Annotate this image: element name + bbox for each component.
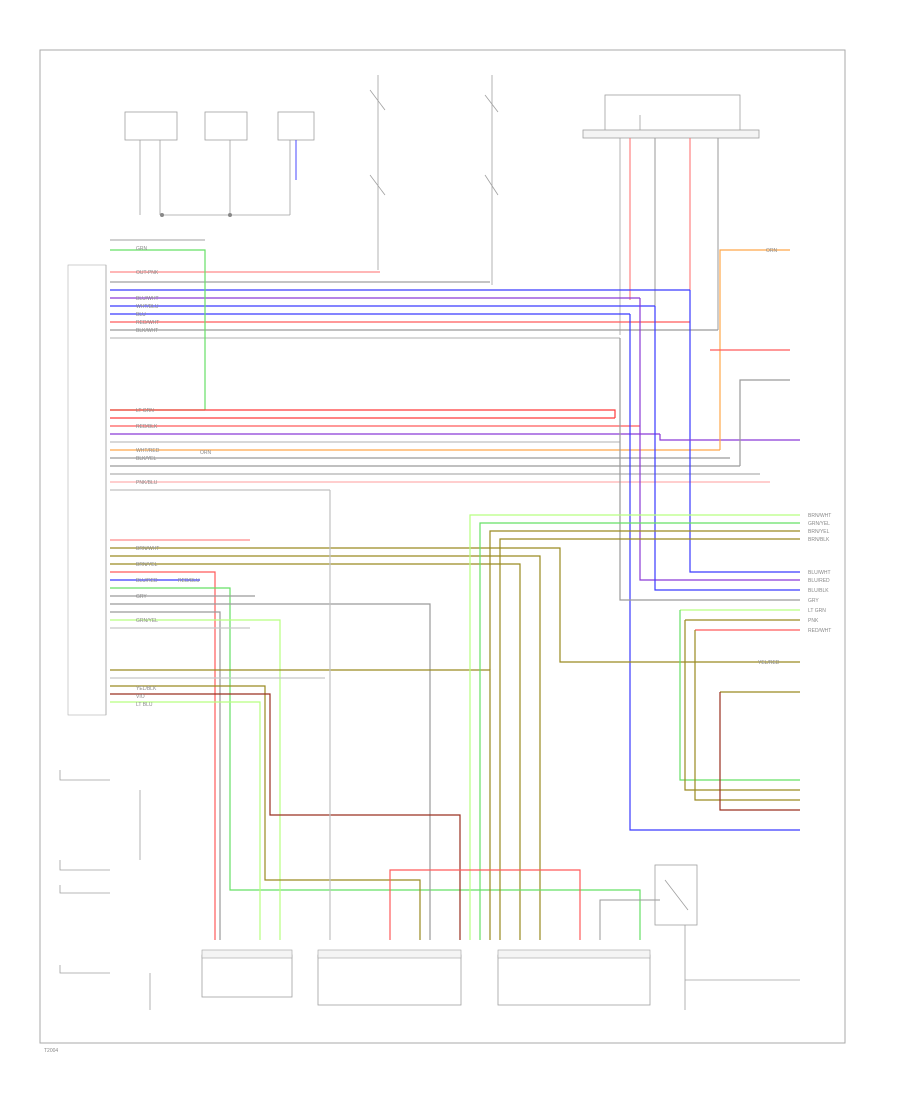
wire-label: RED/BLK: [136, 424, 158, 430]
wire-label: ORN: [200, 450, 212, 456]
right-wire-label: PNK: [808, 618, 819, 624]
wire-label: BLU/WHT: [136, 296, 159, 302]
wire-label: GRY: [136, 594, 147, 600]
right-wire-label: BLU/RED: [808, 578, 830, 584]
bottom-connector-middle: [317, 949, 462, 1006]
wire-label: YEL/BLK: [136, 686, 157, 692]
right-wire-label: RED/WHT: [808, 628, 831, 634]
wire-label: BLU/RED: [136, 578, 158, 584]
right-wire-label: GRY: [808, 598, 819, 604]
wire-label: LT GRN: [136, 408, 154, 414]
bottom-black-wire: [599, 899, 660, 940]
wire-label: WHT/BLU: [136, 304, 159, 310]
wire-label: BRN/WHT: [136, 546, 159, 552]
lower-harness: [110, 490, 800, 940]
bottom-connector-left: [201, 949, 293, 998]
splice-dot: [228, 213, 232, 217]
top-switch-group: [369, 75, 499, 285]
right-trunk: [110, 249, 800, 831]
wire-label: VIO: [136, 694, 145, 700]
splice-dot: [160, 213, 164, 217]
wire-label: WHT/RED: [136, 448, 160, 454]
wire-label: BLU: [136, 312, 146, 318]
right-wire-label: GRN/YEL: [808, 521, 830, 527]
diagram-border: [39, 49, 846, 1044]
wire-label: RED/BLU: [178, 578, 200, 584]
right-wire-label: BLU/WHT: [808, 570, 831, 576]
right-wire-label: BLU/BLK: [808, 588, 829, 594]
wire-label: GRN/YEL: [136, 618, 158, 624]
right-wire-label: LT GRN: [808, 608, 826, 614]
wire-label: RED/WHT: [136, 320, 159, 326]
bottom-connector-right: [497, 949, 651, 1006]
upper-harness: [110, 271, 770, 491]
left-switches: [59, 770, 151, 1010]
top-right-module: [582, 94, 760, 335]
green-loop-wire: [110, 249, 206, 410]
right-wire-label: BRN/WHT: [808, 513, 831, 519]
wire-label: BLK/YEL: [136, 456, 157, 462]
right-wire-label: ORN: [766, 248, 778, 254]
top-sensor-group: [124, 111, 315, 216]
right-wire-label: BRN/BLK: [808, 537, 830, 543]
diagram-code: T2004: [44, 1048, 58, 1054]
right-wire-label: YEL/RED: [758, 660, 780, 666]
right-upper-group: [469, 514, 800, 940]
wire-label: OUT-PNK: [136, 270, 159, 276]
wire-label: LT BLU: [136, 702, 153, 708]
right-lower-group: [679, 609, 800, 811]
right-wire-label: BRN/YEL: [808, 529, 830, 535]
wire-label: BRN/YEL: [136, 562, 158, 568]
wire-label: GRN: [136, 246, 148, 252]
bottom-red-wire: [389, 869, 581, 940]
wire-label: BLK/WHT: [136, 328, 158, 334]
right-lower-relay: [654, 864, 800, 1010]
wire-label: PNK/BLU: [136, 480, 158, 486]
main-module-connector: [67, 264, 107, 716]
